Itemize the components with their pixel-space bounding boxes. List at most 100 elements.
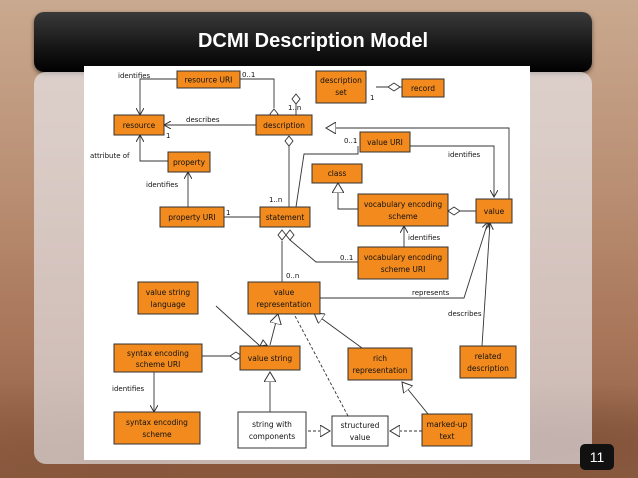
connector-structured-value-dependency bbox=[293, 313, 349, 417]
label-identifies: identifies bbox=[146, 181, 179, 189]
svg-text:marked-up: marked-up bbox=[427, 420, 468, 429]
svg-text:rich: rich bbox=[373, 354, 387, 363]
aggregation-diamond-icon bbox=[259, 339, 268, 347]
svg-text:representation: representation bbox=[256, 300, 311, 309]
box-syntax-encoding-scheme: syntax encoding scheme bbox=[113, 411, 201, 445]
box-statement: statement bbox=[259, 206, 311, 228]
svg-text:scheme: scheme bbox=[142, 430, 172, 439]
svg-text:value string: value string bbox=[248, 354, 293, 363]
svg-text:class: class bbox=[328, 169, 347, 178]
label-identifies: identifies bbox=[448, 151, 481, 159]
box-property: property bbox=[167, 151, 211, 173]
connector-language-value-string bbox=[215, 305, 261, 347]
multiplicity-label: 0..n bbox=[286, 272, 299, 280]
svg-text:language: language bbox=[151, 300, 186, 309]
aggregation-diamond-icon bbox=[387, 82, 401, 92]
connector-resource-uri-description bbox=[240, 78, 275, 108]
svg-text:syntax encoding: syntax encoding bbox=[126, 418, 188, 427]
label-identifies: identifies bbox=[118, 72, 151, 80]
label-identifies: identifies bbox=[112, 385, 145, 393]
connector-value-description-generalization bbox=[326, 128, 510, 201]
connector-value-uri-identifies-value bbox=[410, 145, 494, 197]
box-rich-representation: rich representation bbox=[347, 347, 413, 381]
connector-rich-representation-generalization bbox=[314, 313, 363, 349]
connector-vocab-scheme-class-generalization bbox=[338, 183, 358, 210]
svg-text:description: description bbox=[263, 121, 305, 130]
label-represents: represents bbox=[412, 289, 450, 297]
composition-diamond-icon bbox=[277, 229, 287, 241]
svg-text:scheme URI: scheme URI bbox=[381, 265, 426, 274]
svg-text:value: value bbox=[350, 433, 371, 442]
box-value-string: value string bbox=[239, 345, 301, 371]
svg-text:value URI: value URI bbox=[367, 138, 403, 147]
svg-text:property: property bbox=[173, 158, 206, 167]
box-value-representation: value representation bbox=[247, 281, 321, 315]
box-syntax-encoding-scheme-uri: syntax encoding scheme URI bbox=[113, 343, 203, 373]
svg-text:related: related bbox=[475, 352, 502, 361]
svg-text:string with: string with bbox=[252, 420, 292, 429]
connector-marked-up-rich-generalization bbox=[402, 382, 429, 415]
svg-text:record: record bbox=[411, 84, 435, 93]
connector-property-attribute-of-resource bbox=[140, 135, 168, 162]
multiplicity-label: 1 bbox=[166, 132, 170, 140]
slide-title-bar: DCMI Description Model bbox=[34, 12, 592, 72]
box-structured-value: structured value bbox=[331, 415, 389, 447]
page-number-badge: 11 bbox=[580, 444, 614, 470]
connector-related-description-describes-value bbox=[481, 223, 490, 347]
connector-resource-uri-identifies-resource bbox=[140, 78, 177, 115]
connector-statement-vocab-uri bbox=[289, 239, 358, 263]
svg-text:representation: representation bbox=[352, 366, 407, 375]
box-marked-up-text: marked-up text bbox=[421, 413, 473, 447]
connector-value-string-generalization bbox=[269, 314, 278, 346]
box-value-string-language: value string language bbox=[137, 281, 199, 315]
multiplicity-label: 1..n bbox=[288, 104, 301, 112]
dcmi-description-model-diagram: resource URI description set record reso… bbox=[84, 66, 530, 460]
svg-text:structured: structured bbox=[341, 421, 380, 430]
box-vocabulary-encoding-scheme: vocabulary encoding scheme bbox=[357, 193, 449, 227]
svg-text:resource: resource bbox=[123, 121, 156, 130]
box-record: record bbox=[401, 78, 445, 98]
multiplicity-label: 0..1 bbox=[340, 254, 353, 262]
box-string-with-components: string with components bbox=[237, 411, 307, 449]
connector-statement-value-uri bbox=[295, 146, 359, 208]
svg-text:set: set bbox=[335, 88, 347, 97]
svg-text:statement: statement bbox=[266, 213, 305, 222]
slide-title: DCMI Description Model bbox=[197, 30, 428, 52]
composition-diamond-icon bbox=[285, 229, 295, 241]
multiplicity-label: 0..1 bbox=[242, 71, 255, 79]
box-vocabulary-encoding-scheme-uri: vocabulary encoding scheme URI bbox=[357, 246, 449, 280]
multiplicity-label: 1..n bbox=[269, 196, 282, 204]
box-class: class bbox=[311, 163, 363, 184]
svg-text:syntax encoding: syntax encoding bbox=[127, 349, 189, 358]
svg-text:vocabulary encoding: vocabulary encoding bbox=[364, 200, 443, 209]
label-describes: describes bbox=[448, 310, 482, 318]
multiplicity-label: 1 bbox=[226, 209, 230, 217]
svg-text:resource URI: resource URI bbox=[185, 76, 233, 85]
box-value: value bbox=[475, 198, 513, 224]
aggregation-diamond-icon bbox=[291, 93, 301, 105]
svg-text:scheme URI: scheme URI bbox=[136, 360, 181, 369]
composition-diamond-icon bbox=[284, 135, 294, 147]
box-value-uri: value URI bbox=[359, 131, 411, 153]
box-property-uri: property URI bbox=[159, 206, 225, 228]
uml-diagram-svg: resource URI description set record reso… bbox=[90, 70, 517, 449]
multiplicity-label: 0..1 bbox=[344, 137, 357, 145]
box-description-set: description set bbox=[315, 70, 367, 104]
svg-text:value: value bbox=[274, 288, 295, 297]
svg-text:value string: value string bbox=[146, 288, 191, 297]
box-related-description: related description bbox=[459, 345, 517, 379]
svg-text:description: description bbox=[467, 364, 509, 373]
label-attribute-of: attribute of bbox=[90, 152, 130, 160]
svg-text:text: text bbox=[440, 432, 455, 441]
box-resource: resource bbox=[113, 114, 165, 136]
svg-text:vocabulary encoding: vocabulary encoding bbox=[364, 253, 443, 262]
svg-text:property URI: property URI bbox=[168, 213, 215, 222]
svg-text:value: value bbox=[484, 207, 505, 216]
box-description: description bbox=[255, 114, 313, 136]
aggregation-diamond-icon bbox=[447, 206, 461, 216]
box-resource-uri: resource URI bbox=[176, 70, 241, 89]
svg-text:components: components bbox=[249, 432, 295, 441]
label-describes: describes bbox=[186, 116, 220, 124]
svg-text:scheme: scheme bbox=[388, 212, 418, 221]
connector-value-representation-represents-value bbox=[320, 222, 488, 299]
